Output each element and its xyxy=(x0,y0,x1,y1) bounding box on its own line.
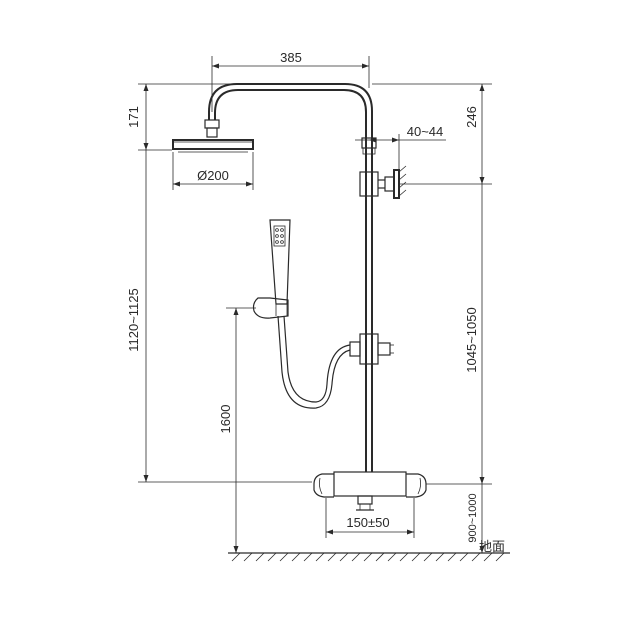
dim-floor-height: 900~1000 xyxy=(467,493,479,542)
dim-hand-height: 1600 xyxy=(218,405,233,434)
floor-line xyxy=(228,552,510,562)
shower-hose xyxy=(277,315,351,409)
shower-arm xyxy=(204,83,373,150)
dim-head-diameter: Ø200 xyxy=(197,168,229,183)
dim-right-height: 1045~1050 xyxy=(464,307,479,372)
dim-left-height: 1120~1125 xyxy=(126,288,141,352)
dim-inlet-spacing: 150±50 xyxy=(346,515,389,530)
shower-head xyxy=(172,139,254,153)
riser-pipe xyxy=(361,137,377,472)
floor-label: 地面 xyxy=(479,539,505,554)
dimension-lines xyxy=(138,56,492,553)
dim-bracket-offset: 40~44 xyxy=(407,124,444,139)
dim-arm-width: 385 xyxy=(280,50,302,65)
lower-slide-bracket xyxy=(349,333,394,365)
dim-top-drop: 246 xyxy=(464,106,479,128)
dim-head-drop: 171 xyxy=(126,106,141,128)
thermostatic-mixer xyxy=(313,471,427,511)
hand-shower xyxy=(252,219,291,319)
